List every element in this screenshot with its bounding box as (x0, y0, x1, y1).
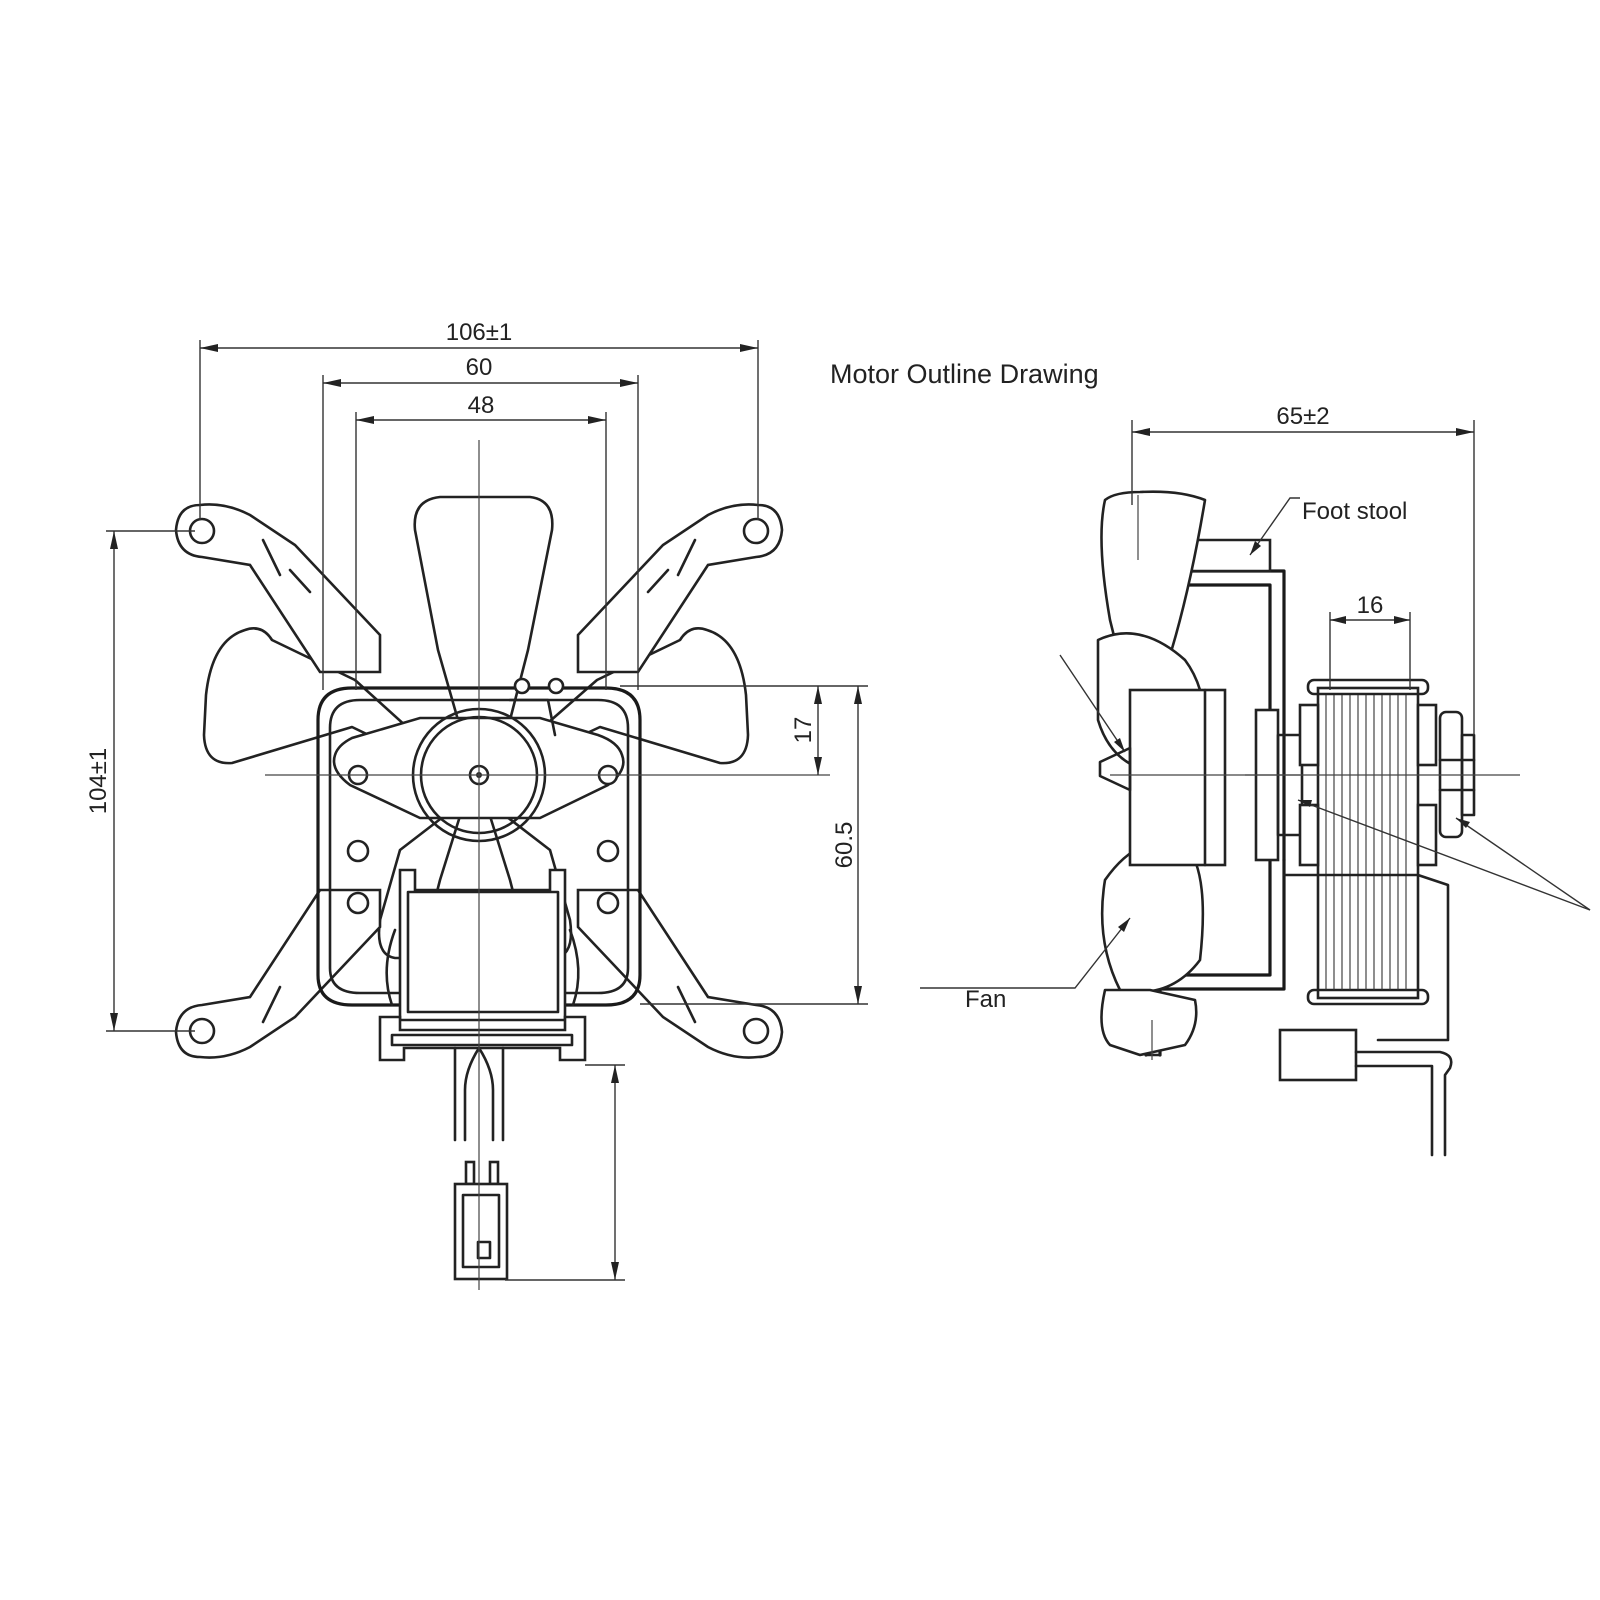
mounting-hole (742, 517, 770, 545)
foot-stool-leader (1249, 497, 1300, 556)
dim-width-48: 48 (468, 392, 495, 419)
terminal-pin (547, 677, 565, 695)
coil-side (1316, 686, 1420, 1000)
leader-line (1059, 654, 1126, 753)
leader-line (1297, 799, 1591, 911)
arm-top-right (576, 503, 784, 674)
fan-blade-top (413, 495, 554, 792)
leader-line (1455, 817, 1591, 911)
front-view: 106±1 60 48 104±1 17 60.5 (85, 319, 868, 1290)
fan-nose (1098, 746, 1132, 792)
connector-face (461, 1193, 501, 1269)
arm-rib (288, 568, 312, 594)
stator-stub (1298, 803, 1320, 867)
bearing-boss (1276, 733, 1304, 837)
foot-stool-label: Foot stool (1302, 498, 1407, 525)
dim-overall-width: 106±1 (446, 319, 513, 346)
frame-hole (596, 839, 620, 863)
arm-rib (261, 985, 282, 1024)
terminal-pin (513, 677, 531, 695)
lead-clamp (378, 1015, 587, 1062)
arm-top-left (174, 503, 382, 674)
coil-side-left (385, 928, 397, 1007)
frame-hole (596, 891, 620, 915)
fan-label: Fan (965, 986, 1006, 1013)
connector-pin (488, 1160, 500, 1186)
lead-wire-left (463, 1046, 481, 1142)
plate-edge (1254, 708, 1280, 862)
coil-core (406, 890, 560, 1014)
clamp-slot (390, 1033, 574, 1047)
fan-hub (1128, 688, 1227, 867)
frame-inner (328, 698, 630, 995)
terminal-strap (508, 698, 557, 737)
stator-stub (1298, 703, 1320, 767)
lead-wire-side (1354, 1050, 1453, 1157)
coil-windings (1325, 695, 1407, 990)
coil-assembly (398, 868, 567, 1022)
frame-hole (346, 839, 370, 863)
dim-offset-17: 17 (790, 717, 817, 744)
frame-hole (346, 891, 370, 915)
drawing-title: Motor Outline Drawing (830, 359, 1099, 389)
arm-rib (261, 538, 282, 577)
dim-height-overall: 104±1 (85, 748, 112, 815)
coil-bottom-cap (1306, 988, 1430, 1006)
connector-pin (464, 1160, 476, 1186)
dim-width-60: 60 (466, 354, 493, 381)
side-view: 65±2 16 Foot stool Fan (920, 403, 1591, 1157)
fan-profile-bottom (1100, 988, 1198, 1057)
stator-stub (1416, 703, 1438, 767)
stator-stub (1416, 803, 1438, 867)
dim-coil-width: 16 (1357, 592, 1384, 619)
mounting-arms (174, 503, 784, 1059)
coil-top-cap (1306, 678, 1430, 696)
arm-rib (646, 568, 670, 594)
frame-plate (316, 686, 642, 1007)
connector-latch (476, 1240, 492, 1260)
dim-height-60-5: 60.5 (831, 822, 858, 869)
arm-rib (676, 538, 697, 577)
dim-depth: 65±2 (1276, 403, 1329, 430)
terminal-box (1278, 1028, 1358, 1082)
fan-leader (920, 917, 1131, 989)
mounting-hole (742, 1017, 770, 1045)
coil-side-right (568, 928, 580, 1007)
lead-wire-right (477, 1046, 495, 1142)
lower-frame (1282, 873, 1450, 1042)
